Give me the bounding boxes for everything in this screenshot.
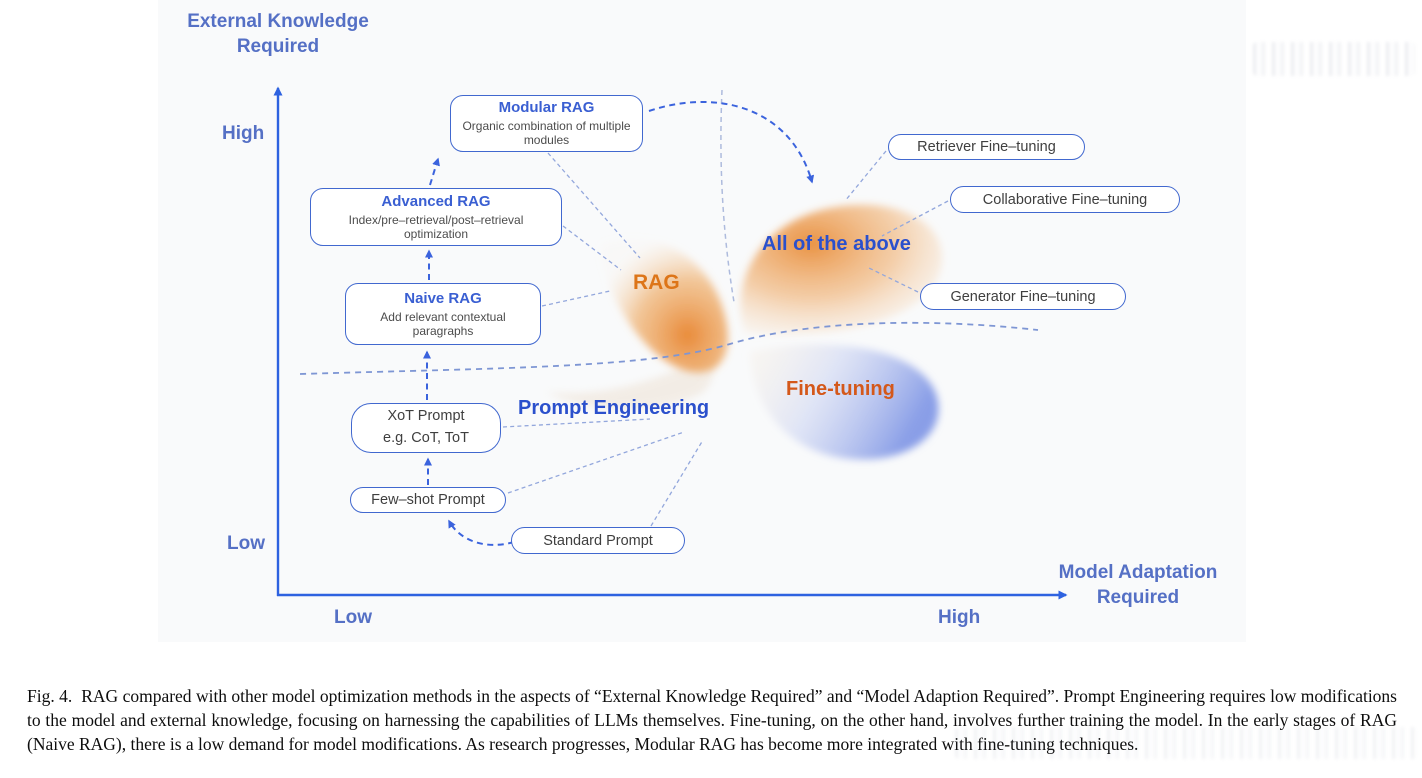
- x-axis-high-label: High: [938, 607, 981, 628]
- x-axis-title: Model Adaptation Required: [1044, 561, 1232, 610]
- box-naive-rag: Naive RAG Add relevant contextual paragr…: [345, 283, 541, 345]
- artifact-smudge-bottom-right: [955, 727, 1417, 759]
- box-xot-prompt: XoT Prompt e.g. CoT, ToT: [351, 403, 501, 453]
- box-xot-prompt-line1: XoT Prompt: [387, 408, 465, 425]
- x-axis-title-line1: Model Adaptation: [1058, 562, 1218, 583]
- y-axis-low-label: Low: [227, 533, 265, 554]
- figure-caption-number: Fig. 4.: [27, 685, 73, 706]
- box-modular-rag-title: Modular RAG: [498, 99, 595, 117]
- box-retriever-finetuning-label: Retriever Fine–tuning: [917, 139, 1056, 155]
- box-standard-prompt: Standard Prompt: [511, 527, 685, 554]
- y-axis-high-label: High: [222, 123, 265, 144]
- box-fewshot-prompt-label: Few–shot Prompt: [371, 492, 485, 508]
- box-advanced-rag: Advanced RAG Index/pre–retrieval/post–re…: [310, 188, 562, 246]
- box-fewshot-prompt: Few–shot Prompt: [350, 487, 506, 513]
- box-collaborative-finetuning-label: Collaborative Fine–tuning: [982, 191, 1148, 208]
- figure-background-panel: [158, 0, 1246, 642]
- region-label-prompt-engineering: Prompt Engineering: [518, 397, 710, 419]
- region-label-rag: RAG: [633, 271, 680, 294]
- box-advanced-rag-subtitle: Index/pre–retrieval/post–retrieval optim…: [348, 212, 524, 241]
- box-advanced-rag-title: Advanced RAG: [381, 192, 491, 210]
- box-generator-finetuning-label: Generator Fine–tuning: [950, 288, 1096, 305]
- figure-caption-text: RAG compared with other model optimizati…: [27, 685, 1397, 754]
- box-generator-finetuning: Generator Fine–tuning: [920, 283, 1126, 310]
- figure-caption: Fig. 4.RAG compared with other model opt…: [27, 684, 1397, 756]
- y-axis-title-line2: Required: [236, 35, 320, 57]
- box-standard-prompt-label: Standard Prompt: [543, 532, 653, 549]
- artifact-smudge-top-right: [1253, 42, 1415, 76]
- box-modular-rag: Modular RAG Organic combination of multi…: [450, 95, 643, 152]
- box-collaborative-finetuning: Collaborative Fine–tuning: [950, 186, 1180, 213]
- box-retriever-finetuning: Retriever Fine–tuning: [888, 134, 1085, 160]
- box-modular-rag-subtitle: Organic combination of multiple modules: [462, 119, 631, 148]
- box-naive-rag-subtitle: Add relevant contextual paragraphs: [380, 309, 506, 338]
- box-naive-rag-title: Naive RAG: [404, 289, 482, 307]
- x-axis-title-line2: Required: [1096, 586, 1180, 608]
- region-label-all-of-the-above: All of the above: [762, 233, 911, 255]
- box-xot-prompt-line2: e.g. CoT, ToT: [383, 430, 469, 446]
- y-axis-title: External Knowledge Required: [168, 10, 388, 59]
- y-axis-title-line1: External Knowledge: [187, 11, 369, 32]
- x-axis-low-label: Low: [334, 607, 372, 628]
- region-label-fine-tuning: Fine-tuning: [786, 378, 895, 400]
